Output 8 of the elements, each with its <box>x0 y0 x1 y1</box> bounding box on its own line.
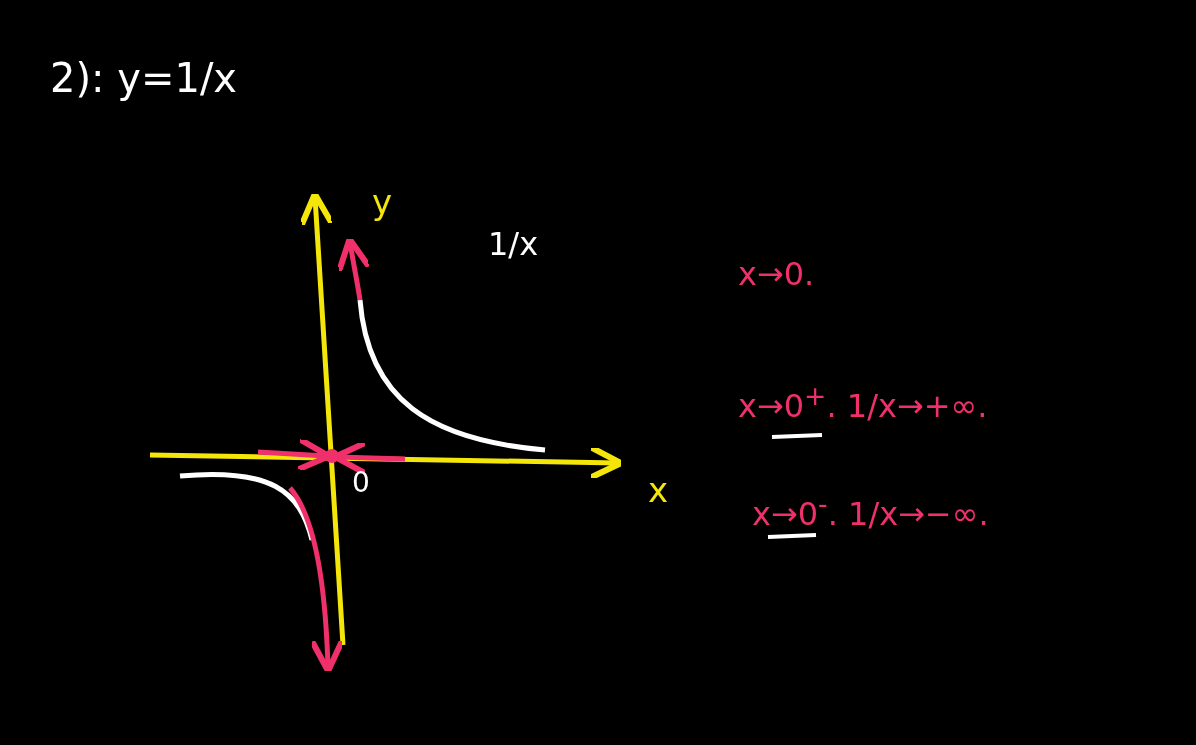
axis-label: x <box>648 470 669 510</box>
axis-label: y <box>372 182 393 222</box>
equation-title: 2): y=1/x <box>50 55 238 101</box>
limit-note: x→0$^{-}$. 1/x→−∞. <box>752 488 989 533</box>
limit-note: x→0. <box>738 255 815 293</box>
fraction-label: 1/x <box>488 225 539 263</box>
limit-note: x→0$^{+}$. 1/x→+∞. <box>738 380 988 425</box>
origin-label: 0 <box>352 466 370 499</box>
